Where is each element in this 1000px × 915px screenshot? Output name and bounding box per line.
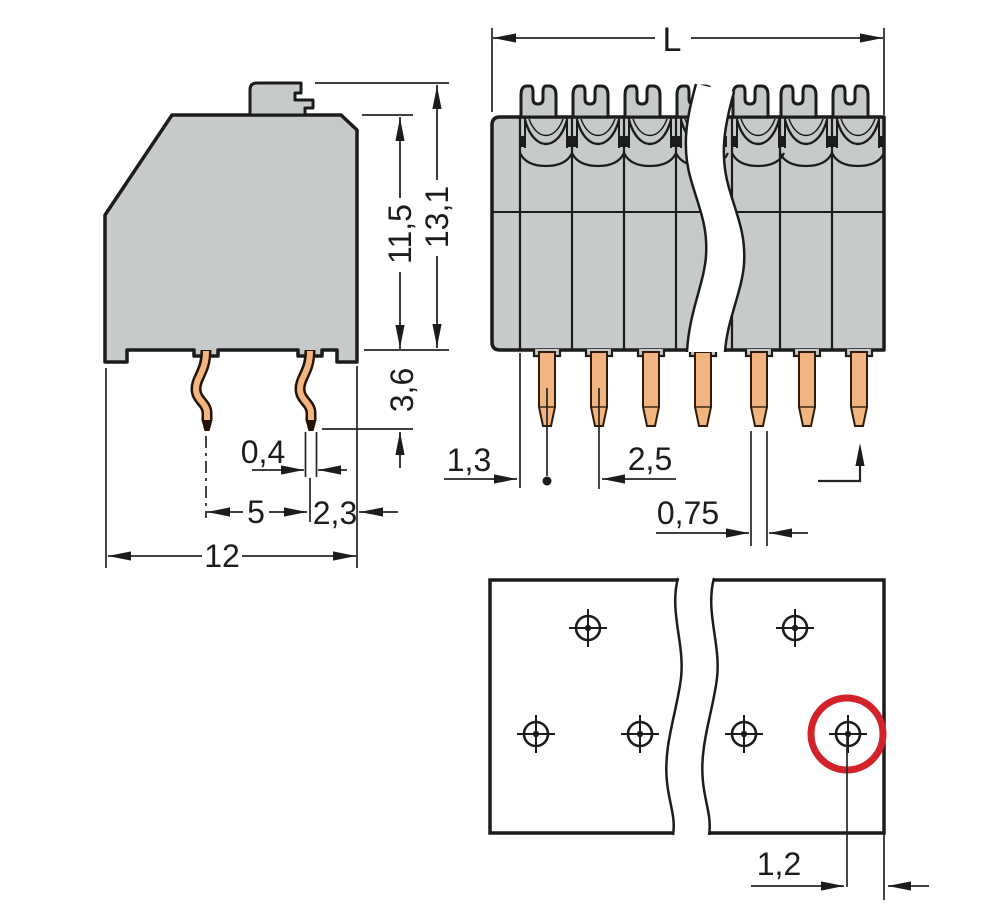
dim-front-total-length: L (663, 21, 682, 59)
side-solder-pin-left (190, 349, 213, 431)
front-view-dimensions: L 1,3 2,5 0,75 (444, 21, 885, 546)
dim-front-pole-pitch: 2,5 (628, 441, 672, 477)
dim-side-pin-protrusion: 3,6 (384, 368, 420, 412)
dim-side-pin-thickness: 0,4 (241, 434, 285, 470)
side-solder-pin-right (294, 349, 317, 431)
dim-front-first-pin-offset: 1,3 (447, 442, 491, 478)
dim-side-total-height: 13,1 (419, 186, 455, 248)
pole-button (731, 84, 770, 119)
side-view (103, 81, 359, 431)
pole-button (779, 84, 818, 119)
front-pin (798, 351, 816, 427)
pole-button (571, 84, 610, 119)
dim-front-pin-width: 0,75 (657, 495, 719, 531)
side-view-dimensions: 11,5 13,1 3,6 0,4 5 2,3 12 (105, 82, 455, 574)
side-pushbutton (248, 81, 315, 117)
direction-arrow (818, 443, 865, 483)
dim-side-pin-to-edge: 2,3 (313, 495, 357, 531)
pole-button (623, 84, 662, 119)
drilling-plan: 1,2 (488, 577, 929, 900)
pole-button (519, 84, 558, 119)
front-pin (850, 351, 868, 427)
dim-side-depth: 12 (204, 538, 240, 574)
break-lines-plan (665, 577, 719, 836)
break-lines-front (684, 83, 746, 353)
dim-side-pin-row-spacing: 5 (247, 494, 265, 530)
dim-plan-hole-edge-distance: 1,2 (757, 846, 801, 882)
front-pin (694, 351, 712, 427)
front-pin (750, 351, 768, 427)
side-housing-body (103, 113, 359, 364)
front-pin (642, 351, 660, 427)
front-view (490, 83, 886, 427)
front-housing-body (490, 115, 886, 352)
dim-side-body-height: 11,5 (382, 204, 418, 264)
dimension-origin-dot (542, 476, 552, 486)
pole-button (831, 84, 870, 119)
